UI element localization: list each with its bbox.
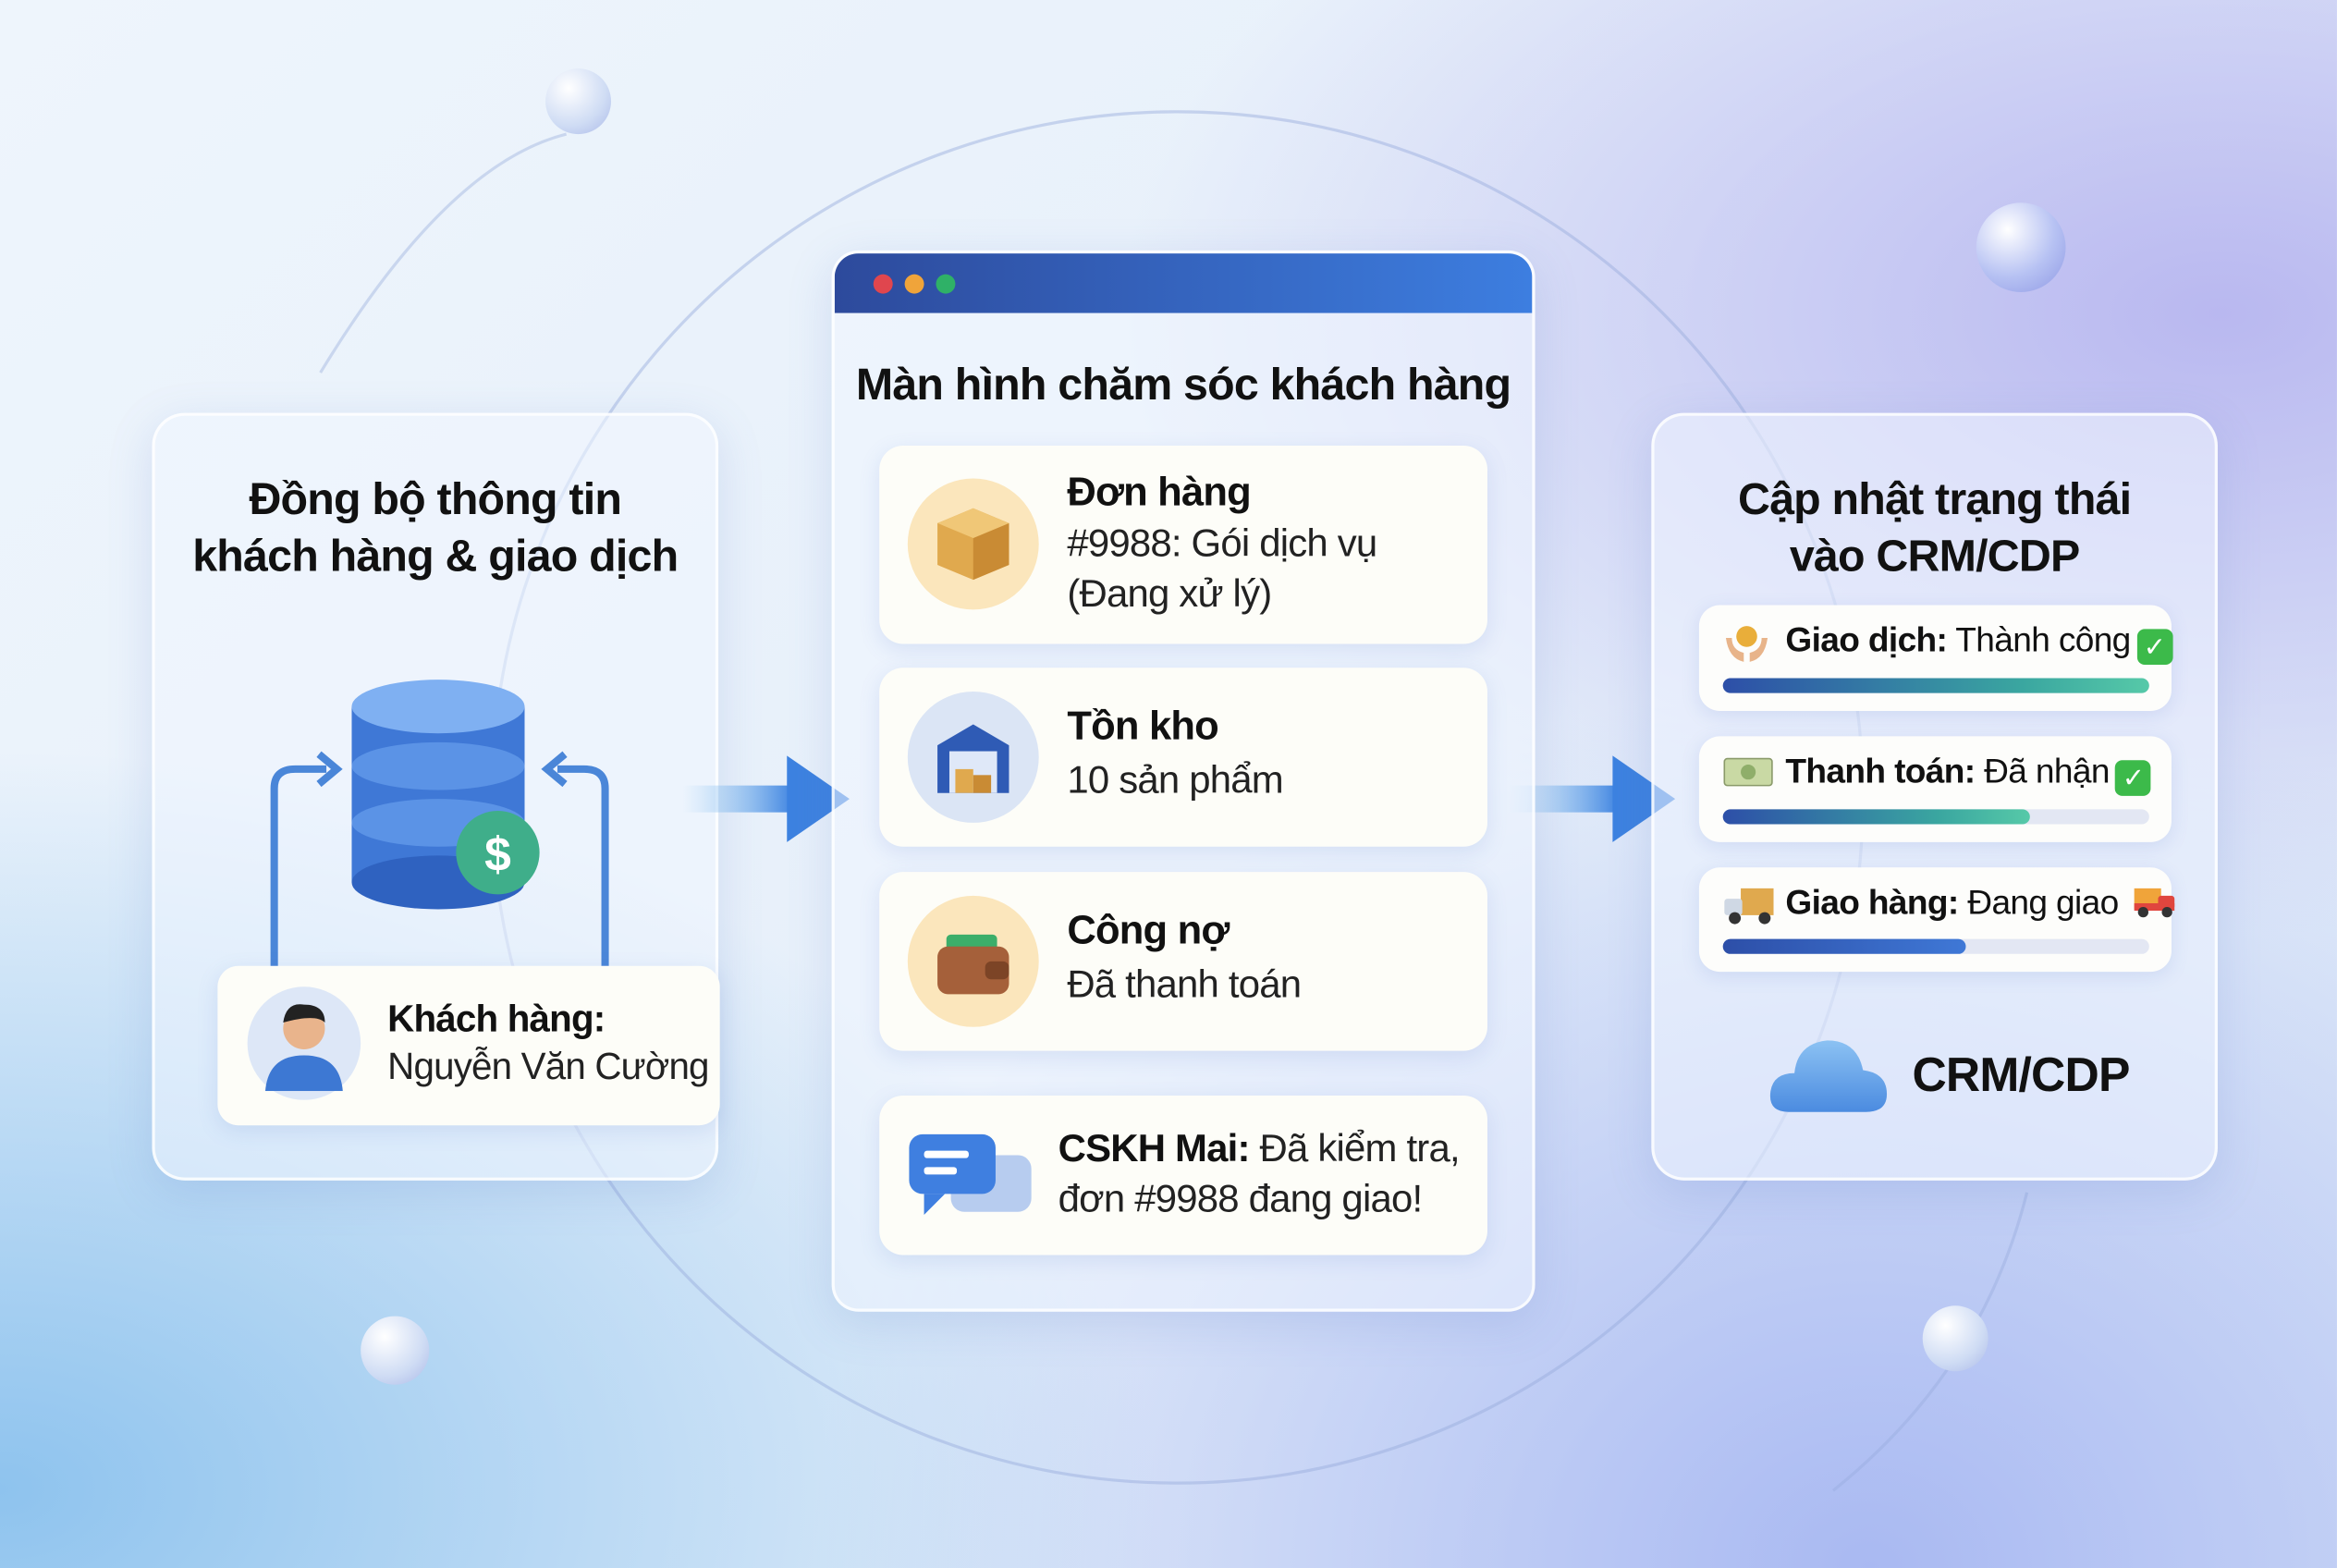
chat-agent: CSKH Mai: <box>1058 1125 1251 1170</box>
window-titlebar <box>834 253 1533 313</box>
warehouse-icon <box>907 692 1039 823</box>
debt-title: Công nợ <box>1067 907 1230 953</box>
status-value: Thành công <box>1955 619 2131 659</box>
flow-arrow-right-icon <box>682 755 850 842</box>
status-row-transaction: Giao dịch: Thành công✓ <box>1698 605 2172 712</box>
maximize-dot[interactable] <box>936 274 956 294</box>
decor-orb <box>1976 202 2066 292</box>
close-dot[interactable] <box>873 274 893 294</box>
chat-bubbles-icon <box>909 1133 1032 1215</box>
inventory-count: 10 sản phẩm <box>1067 756 1283 802</box>
chat-line2: đơn #9988 đang giao! <box>1058 1176 1423 1221</box>
progress-bar <box>1722 678 2149 693</box>
order-line1: #9988: Gói dịch vụ <box>1067 520 1377 566</box>
delivery-truck-icon <box>1724 888 1774 925</box>
status-label: Giao hàng: <box>1785 882 1959 922</box>
order-title: Đơn hàng <box>1067 469 1251 515</box>
sync-title-line1: Đồng bộ thông tin <box>249 475 622 525</box>
order-card[interactable]: Đơn hàng #9988: Gói dịch vụ (Đang xử lý) <box>879 446 1487 644</box>
crm-title-line1: Cập nhật trạng thái <box>1737 475 2132 525</box>
progress-fill <box>1722 678 2149 693</box>
check-icon: ✓ <box>2115 760 2151 796</box>
inventory-card[interactable]: Tồn kho 10 sản phẩm <box>879 668 1487 847</box>
crm-title-line2: vào CRM/CDP <box>1789 532 2080 582</box>
debt-card[interactable]: Công nợ Đã thanh toán <box>879 872 1487 1051</box>
decor-orb <box>545 68 612 135</box>
progress-bar <box>1722 938 2149 954</box>
status-row-payment: Thanh toán: Đã nhận✓ <box>1698 736 2172 842</box>
user-avatar-icon <box>264 1004 343 1092</box>
crm-label: CRM/CDP <box>1912 1047 2130 1102</box>
status-value: Đã nhận <box>1984 751 2110 790</box>
banknote-icon <box>1723 757 1773 787</box>
coin-hands-icon <box>1725 626 1768 662</box>
package-box-icon <box>907 478 1039 610</box>
dollar-coin-icon: $ <box>484 827 511 881</box>
progress-fill <box>1722 938 1966 954</box>
avatar <box>247 986 361 1100</box>
check-icon: ✓ <box>2136 629 2172 666</box>
minimize-dot[interactable] <box>904 274 924 294</box>
status-value: Đang giao <box>1967 882 2119 922</box>
chat-line1: Đã kiểm tra, <box>1249 1125 1461 1170</box>
decor-orb <box>361 1316 430 1385</box>
inventory-title: Tồn kho <box>1067 703 1218 749</box>
customer-card[interactable]: Khách hàng: Nguyễn Văn Cường <box>217 965 720 1126</box>
status-label: Giao dịch: <box>1785 619 1948 659</box>
customer-label: Khách hàng: <box>387 998 606 1041</box>
delivery-truck-icon <box>2135 888 2175 918</box>
cloud-icon <box>1769 1040 1888 1112</box>
window-title: Màn hình chăm sóc khách hàng <box>855 361 1511 410</box>
database-sync-icon: $ <box>270 680 609 968</box>
status-row-delivery: Giao hàng: Đang giao <box>1698 867 2175 973</box>
status-label: Thanh toán: <box>1785 751 1976 790</box>
debt-status: Đã thanh toán <box>1067 961 1302 1007</box>
sync-title-line2: khách hàng & giao dịch <box>192 532 679 582</box>
wallet-icon <box>907 895 1039 1027</box>
customer-name: Nguyễn Văn Cường <box>387 1046 709 1088</box>
decor-orb <box>1922 1305 1988 1372</box>
progress-bar <box>1722 809 2149 825</box>
progress-fill <box>1722 809 2030 825</box>
order-line2: (Đang xử lý) <box>1067 570 1272 616</box>
chat-message-card[interactable]: CSKH Mai: Đã kiểm tra, đơn #9988 đang gi… <box>879 1095 1487 1256</box>
